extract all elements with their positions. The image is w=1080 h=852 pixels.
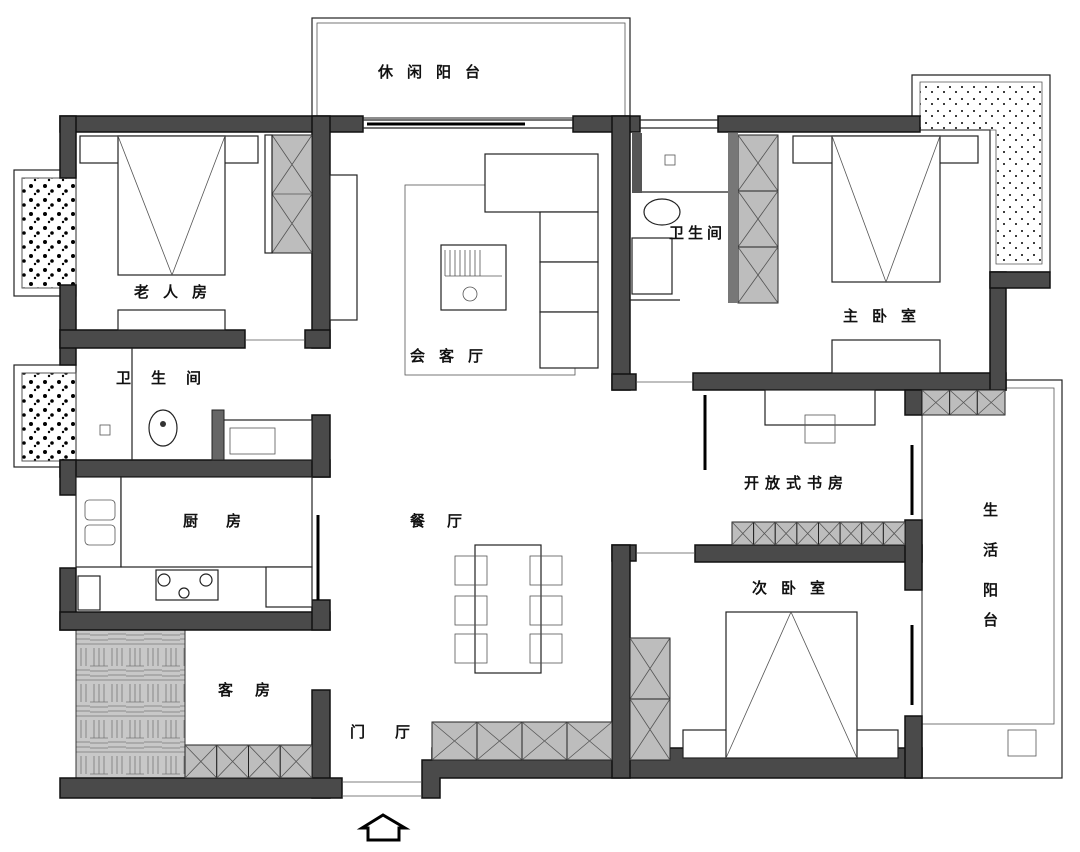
openings [245, 119, 914, 797]
svg-text:生: 生 [983, 501, 998, 519]
sofa [484, 153, 599, 369]
wardrobe-cross [737, 190, 779, 248]
label-foyer: 门厅 [350, 723, 440, 741]
label-second-bedroom: 次卧室 [752, 579, 839, 597]
wardrobe-cross [476, 721, 523, 761]
svg-text:阳: 阳 [983, 581, 998, 599]
label-bathroom-left: 卫生间 [116, 369, 221, 387]
wardrobe-cross [839, 521, 863, 546]
wardrobe-cross [279, 744, 313, 779]
kitchen-fixtures [75, 476, 313, 611]
elderly-room-bed [79, 135, 259, 277]
wardrobe-cross [753, 521, 776, 546]
dining-table [454, 544, 563, 674]
elderly-room-balcony [13, 169, 77, 297]
wardrobe-cross [737, 246, 779, 304]
utility-sink [1007, 729, 1037, 757]
wardrobe-cross [949, 389, 978, 416]
wardrobes [184, 134, 1006, 779]
tv-cabinet [329, 174, 358, 321]
label-living-room: 会客厅 [410, 347, 497, 365]
coffee-table [440, 244, 507, 311]
wardrobe-cross [216, 744, 249, 779]
label-leisure-balcony: 休闲阳台 [377, 63, 494, 81]
label-utility-balcony: 生 活 阳 台 [983, 501, 998, 629]
label-guest-room: 客房 [217, 681, 292, 699]
label-elderly-room: 老人房 [133, 283, 221, 301]
label-open-study: 开放式书房 [744, 474, 849, 492]
left-bathroom-fixtures [99, 348, 313, 461]
elderly-room-wardrobe [264, 134, 313, 254]
utility-balcony [921, 379, 1063, 779]
label-master-bedroom: 主卧室 [843, 307, 930, 325]
elderly-room-desk [117, 309, 226, 331]
wardrobe-cross [629, 698, 671, 761]
wardrobe-cross [977, 389, 1006, 416]
label-dining-room: 餐厅 [410, 512, 484, 530]
study-desk [764, 389, 876, 444]
label-bathroom-master: 卫生间 [669, 224, 726, 242]
wardrobe-cross [737, 134, 779, 192]
wardrobe-cross [566, 721, 613, 761]
master-bed [792, 135, 979, 374]
wardrobe-cross [818, 521, 841, 546]
leisure-balcony [311, 17, 631, 119]
wardrobe-cross [248, 744, 281, 779]
wardrobe-cross [184, 744, 218, 779]
wardrobe-cross [796, 521, 819, 546]
entrance-arrow-icon[interactable] [356, 813, 411, 842]
wardrobe-cross [629, 637, 671, 700]
wardrobe-cross [731, 521, 754, 546]
svg-text:活: 活 [983, 541, 998, 559]
wardrobe-cross [883, 521, 906, 546]
wardrobe-cross [921, 389, 950, 416]
svg-text:台: 台 [983, 611, 998, 629]
master-bathroom-fixtures [630, 133, 738, 303]
wardrobe-cross [861, 521, 884, 546]
bathroom-balcony [13, 364, 77, 468]
wardrobe-cross [774, 521, 798, 546]
wardrobe-cross [521, 721, 568, 761]
guest-room-parquet [75, 629, 186, 779]
second-bed [682, 611, 899, 759]
label-kitchen: 厨房 [183, 512, 269, 530]
wardrobe-cross [431, 721, 478, 761]
